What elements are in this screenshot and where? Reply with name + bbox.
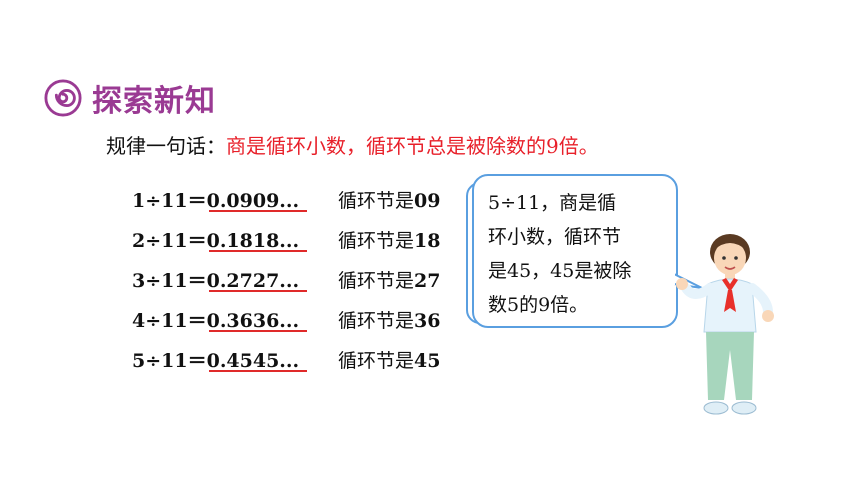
cycle-text: 循环节是27 xyxy=(338,266,440,293)
result-underline xyxy=(208,330,308,332)
rule-sentence: 规律一句话：商是循环小数，循环节总是被除数的9倍。 xyxy=(106,130,599,159)
cycle-text: 循环节是45 xyxy=(338,346,440,373)
cycle-text: 循环节是09 xyxy=(338,186,440,213)
equation-expression: 2÷11＝ xyxy=(132,230,207,252)
cycle-value: 27 xyxy=(414,270,441,292)
equation-expression: 4÷11＝ xyxy=(132,310,207,332)
cycle-text: 循环节是18 xyxy=(338,226,440,253)
cycle-value: 09 xyxy=(414,190,441,212)
bubble-line: 数5的9倍。 xyxy=(488,294,589,316)
equation-row: 1÷11＝0.0909... 循环节是09 xyxy=(132,186,472,226)
speech-bubble: 5÷11，商是循 环小数，循环节 是45，45是被除 数5的9倍。 xyxy=(472,174,678,328)
equation-row: 3÷11＝0.2727... 循环节是27 xyxy=(132,266,472,306)
equation-list: 1÷11＝0.0909... 循环节是09 2÷11＝0.1818... 循环节… xyxy=(132,186,472,386)
equation-row: 4÷11＝0.3636... 循环节是36 xyxy=(132,306,472,346)
spiral-icon xyxy=(44,79,82,117)
result-underline xyxy=(208,290,308,292)
equation-result: 0.2727... xyxy=(207,270,308,292)
section-title: 探索新知 xyxy=(92,84,216,119)
cycle-text: 循环节是36 xyxy=(338,306,440,333)
equation-expression: 3÷11＝ xyxy=(132,270,207,292)
equation-row: 5÷11＝0.4545... 循环节是45 xyxy=(132,346,472,386)
bubble-line: 环小数，循环节 xyxy=(488,226,622,248)
rule-highlight: 商是循环小数，循环节总是被除数的9倍。 xyxy=(226,134,599,158)
equation-result: 0.4545... xyxy=(207,350,308,372)
result-underline xyxy=(208,210,308,212)
result-underline xyxy=(208,250,308,252)
cycle-value: 36 xyxy=(414,310,441,332)
section-header: 探索新知 xyxy=(44,76,216,120)
bubble-line: 是45，45是被除 xyxy=(488,260,632,282)
equation-row: 2÷11＝0.1818... 循环节是18 xyxy=(132,226,472,266)
rule-prefix: 规律一句话： xyxy=(106,134,226,158)
equation-expression: 5÷11＝ xyxy=(132,350,207,372)
equation-result: 0.1818... xyxy=(207,230,308,252)
equation-result: 0.0909... xyxy=(207,190,308,212)
equation-expression: 1÷11＝ xyxy=(132,190,207,212)
cycle-label: 循环节是 xyxy=(338,190,415,212)
bubble-line: 5÷11，商是循 xyxy=(488,192,617,214)
cycle-label: 循环节是 xyxy=(338,270,415,292)
cycle-label: 循环节是 xyxy=(338,350,415,372)
cycle-value: 45 xyxy=(414,350,441,372)
cycle-label: 循环节是 xyxy=(338,310,415,332)
cycle-value: 18 xyxy=(414,230,441,252)
equation-result: 0.3636... xyxy=(207,310,308,332)
bubble-text: 5÷11，商是循 环小数，循环节 是45，45是被除 数5的9倍。 xyxy=(488,186,668,322)
boy-illustration xyxy=(676,234,774,415)
result-underline xyxy=(208,370,308,372)
cycle-label: 循环节是 xyxy=(338,230,415,252)
